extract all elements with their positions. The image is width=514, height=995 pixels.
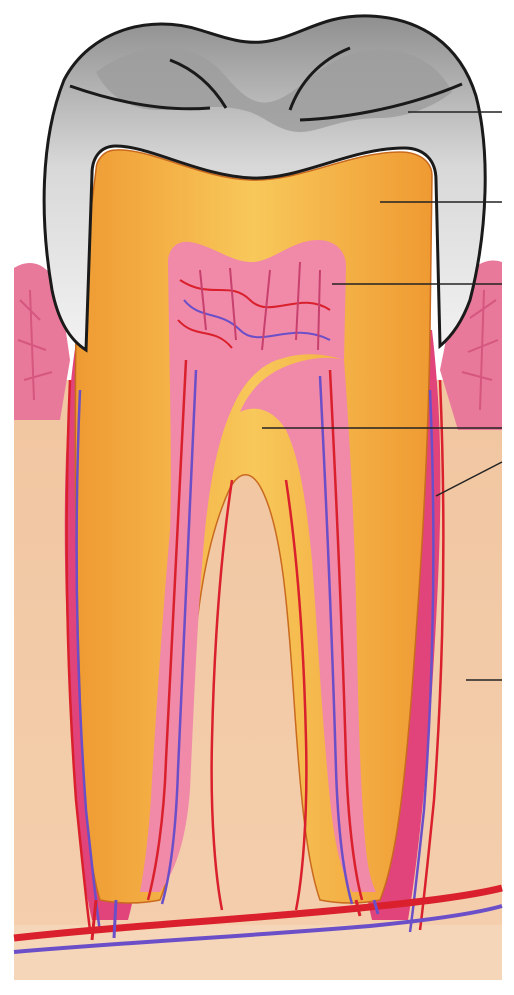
tooth-cross-section-diagram xyxy=(0,0,514,995)
tooth-illustration xyxy=(0,0,514,995)
